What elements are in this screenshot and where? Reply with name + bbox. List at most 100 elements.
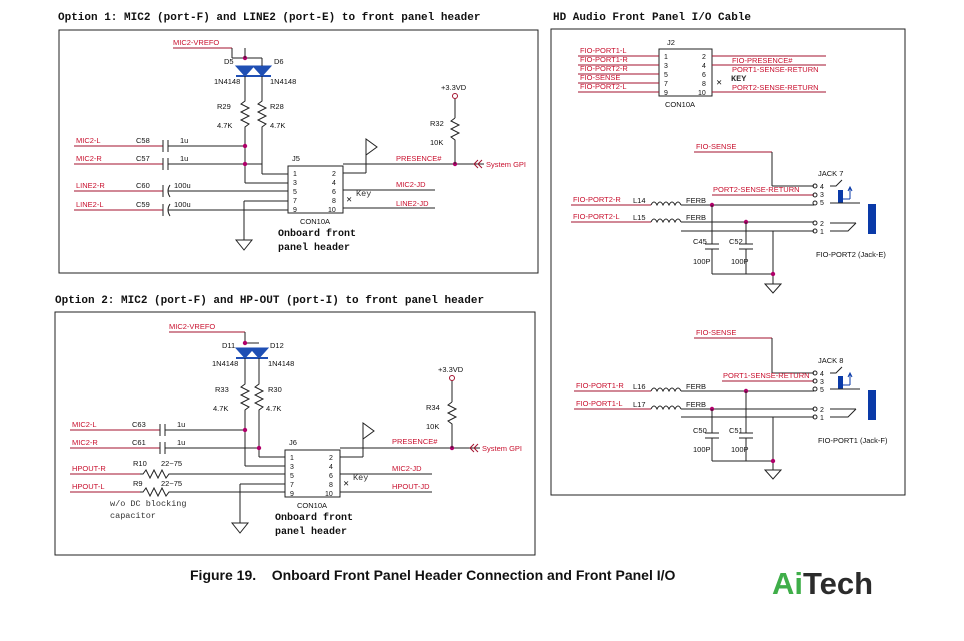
svg-text:CON10A: CON10A xyxy=(665,100,695,109)
svg-text:1: 1 xyxy=(820,415,824,422)
svg-text:6: 6 xyxy=(332,189,336,196)
svg-text:FIO-SENSE: FIO-SENSE xyxy=(696,328,736,337)
svg-text:4: 4 xyxy=(332,180,336,187)
svg-text:+3.3VD: +3.3VD xyxy=(438,365,464,374)
svg-text:L15: L15 xyxy=(633,213,646,222)
option2-caps: C63 C61 1u 1u xyxy=(132,420,259,454)
svg-text:HPOUT-L: HPOUT-L xyxy=(72,482,105,491)
option2-diode-d12: D12 1N4148 xyxy=(248,341,294,368)
svg-text:3: 3 xyxy=(293,180,297,187)
svg-text:1N4148: 1N4148 xyxy=(268,359,294,368)
option2-title: Option 2: MIC2 (port-F) and HP-OUT (port… xyxy=(55,295,484,307)
svg-text:MIC2-L: MIC2-L xyxy=(76,136,101,145)
svg-text:4: 4 xyxy=(702,63,706,70)
svg-text:FERB: FERB xyxy=(686,400,706,409)
option1-gpi-label: System GPI xyxy=(486,160,526,169)
svg-text:2: 2 xyxy=(820,221,824,228)
svg-text:1: 1 xyxy=(820,229,824,236)
svg-text:1: 1 xyxy=(290,455,294,462)
cable-frame xyxy=(550,28,906,496)
svg-text:4: 4 xyxy=(820,184,824,191)
svg-text:1u: 1u xyxy=(180,154,188,163)
svg-text:4.7K: 4.7K xyxy=(213,404,228,413)
svg-text:9: 9 xyxy=(293,207,297,214)
svg-text:7: 7 xyxy=(290,482,294,489)
svg-text:FIO-PORT2-L: FIO-PORT2-L xyxy=(573,212,620,221)
option1-diode-d5: D5 1N4148 xyxy=(214,57,256,86)
svg-text:9: 9 xyxy=(290,491,294,498)
svg-text:R9: R9 xyxy=(133,479,143,488)
svg-text:4.7K: 4.7K xyxy=(270,121,285,130)
svg-text:5: 5 xyxy=(820,200,824,207)
svg-text:1N4148: 1N4148 xyxy=(214,77,240,86)
svg-text:10K: 10K xyxy=(426,422,439,431)
svg-text:L17: L17 xyxy=(633,400,646,409)
svg-text:8: 8 xyxy=(702,81,706,88)
svg-text:7: 7 xyxy=(293,198,297,205)
svg-text:100P: 100P xyxy=(731,445,749,454)
svg-text:1: 1 xyxy=(664,54,668,61)
svg-text:3: 3 xyxy=(664,63,668,70)
svg-text:10K: 10K xyxy=(430,138,443,147)
svg-text:10: 10 xyxy=(325,491,333,498)
svg-text:HPOUT-JD: HPOUT-JD xyxy=(392,482,430,491)
option1-panel: Option 1: MIC2 (port-F) and LINE2 (port-… xyxy=(58,12,539,274)
svg-text:1N4148: 1N4148 xyxy=(270,77,296,86)
svg-text:KEY: KEY xyxy=(731,74,747,84)
svg-text:3: 3 xyxy=(820,192,824,199)
svg-text:100P: 100P xyxy=(693,445,711,454)
svg-text:22~75: 22~75 xyxy=(161,479,182,488)
svg-text:5: 5 xyxy=(290,473,294,480)
svg-text:PRESENCE#: PRESENCE# xyxy=(392,437,438,446)
svg-text:MIC2-JD: MIC2-JD xyxy=(396,180,426,189)
option1-r29-label: R29 xyxy=(217,102,231,111)
option2-note-line2: capacitor xyxy=(110,511,156,521)
svg-text:FIO-PORT1 (Jack-F): FIO-PORT1 (Jack-F) xyxy=(818,436,888,445)
svg-text:4: 4 xyxy=(329,464,333,471)
svg-text:C63: C63 xyxy=(132,420,146,429)
svg-text:10: 10 xyxy=(328,207,336,214)
svg-text:PORT1-SENSE-RETURN: PORT1-SENSE-RETURN xyxy=(732,65,819,74)
svg-text:1: 1 xyxy=(293,171,297,178)
svg-text:FIO-PORT2-L: FIO-PORT2-L xyxy=(580,82,627,91)
svg-text:System GPI: System GPI xyxy=(482,444,522,453)
svg-text:HPOUT-R: HPOUT-R xyxy=(72,464,106,473)
svg-text:PORT2-SENSE-RETURN: PORT2-SENSE-RETURN xyxy=(732,83,819,92)
svg-text:C57: C57 xyxy=(136,154,150,163)
option2-frame xyxy=(54,311,536,556)
option1-presence-label: PRESENCE# xyxy=(396,154,442,163)
svg-text:C50: C50 xyxy=(693,426,707,435)
svg-text:5: 5 xyxy=(293,189,297,196)
svg-text:9: 9 xyxy=(664,90,668,97)
svg-text:R34: R34 xyxy=(426,403,440,412)
svg-text:1u: 1u xyxy=(177,420,185,429)
svg-text:22~75: 22~75 xyxy=(161,459,182,468)
svg-text:C60: C60 xyxy=(136,181,150,190)
svg-text:1u: 1u xyxy=(180,136,188,145)
svg-text:D12: D12 xyxy=(270,341,284,350)
svg-text:FIO-PORT2-R: FIO-PORT2-R xyxy=(580,64,628,73)
svg-text:J2: J2 xyxy=(667,38,675,47)
svg-text:✕: ✕ xyxy=(716,78,722,87)
svg-text:100u: 100u xyxy=(174,181,191,190)
svg-text:5: 5 xyxy=(820,387,824,394)
svg-text:MIC2-R: MIC2-R xyxy=(72,438,98,447)
svg-text:D11: D11 xyxy=(222,341,235,350)
svg-text:2: 2 xyxy=(702,54,706,61)
svg-text:Key: Key xyxy=(356,189,371,199)
svg-text:R10: R10 xyxy=(133,459,147,468)
svg-text:FIO-SENSE: FIO-SENSE xyxy=(696,142,736,151)
svg-text:R30: R30 xyxy=(268,385,282,394)
svg-text:JACK 8: JACK 8 xyxy=(818,356,843,365)
option1-input-nets: MIC2-L MIC2-R LINE2-R LINE2-L xyxy=(74,136,163,211)
svg-text:FIO-PORT2-R: FIO-PORT2-R xyxy=(573,195,621,204)
svg-text:FIO-SENSE: FIO-SENSE xyxy=(580,73,620,82)
svg-text:FIO-PORT1-R: FIO-PORT1-R xyxy=(580,55,628,64)
svg-text:PORT1-SENSE-RETURN: PORT1-SENSE-RETURN xyxy=(723,371,810,380)
option2-panel: Option 2: MIC2 (port-F) and HP-OUT (port… xyxy=(54,295,536,556)
option1-caption-line1: Onboard front xyxy=(278,228,356,240)
svg-text:1N4148: 1N4148 xyxy=(212,359,238,368)
cable-connector-j2: J2 1 3 5 7 9 2 4 6 8 10 CON10A xyxy=(658,38,713,109)
svg-text:3: 3 xyxy=(820,379,824,386)
svg-text:FIO-PORT1-L: FIO-PORT1-L xyxy=(580,46,627,55)
